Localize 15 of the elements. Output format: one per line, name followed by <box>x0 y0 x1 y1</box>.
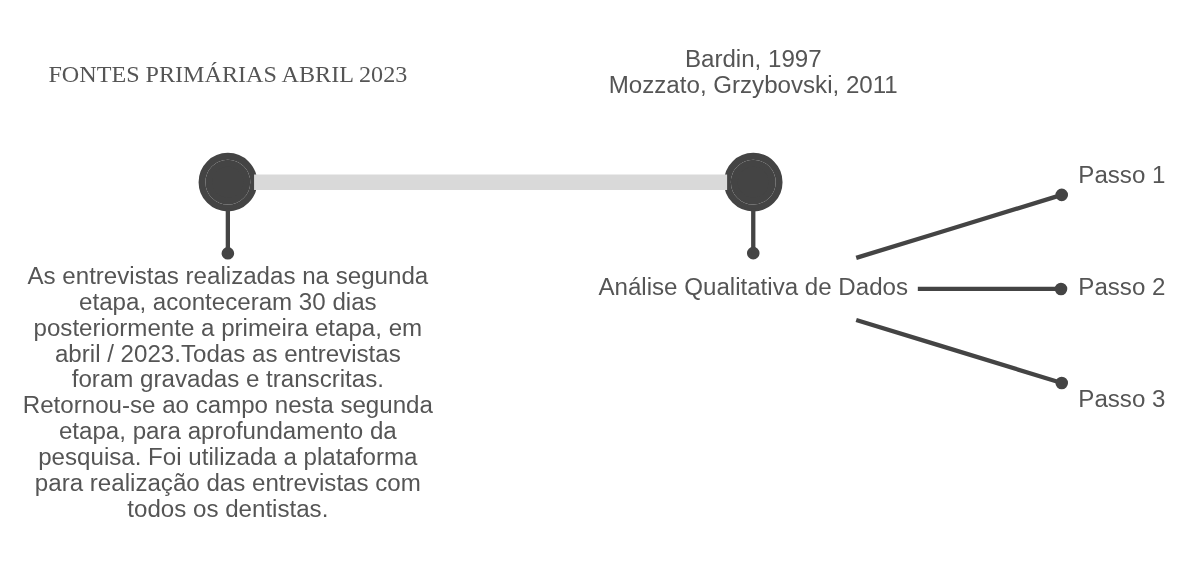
connector <box>855 317 1068 389</box>
node-text: Passo 3 <box>1078 384 1166 412</box>
node-text: Passo 2 <box>1078 272 1166 300</box>
node-text: Análise Qualitativa de Dados <box>598 272 909 300</box>
connector <box>855 188 1068 260</box>
node-label: FONTES PRIMÁRIAS ABRIL 2023 <box>48 60 408 87</box>
connector <box>746 208 760 259</box>
connector <box>917 282 1068 295</box>
node-label: Bardin, 1997 <box>684 44 822 72</box>
connector <box>254 173 728 190</box>
node-circle <box>198 152 258 211</box>
node-label: Mozzato, Grzybovski, 2011 <box>608 70 898 98</box>
node-circle <box>723 152 783 211</box>
node-text: As entrevistas realizadas na segunda etapa, aconteceram 30 dias posteriormente a primeira etapa, em abril / 2023.Todas as entrevistas foram gravadas e transcritas. Retornou-se ao campo nesta segunda etapa, para aprofundamento da pesquisa. Foi utilizada a plataforma para realização das entrevistas com todos os dentistas. <box>22 261 433 522</box>
node-text: Passo 1 <box>1078 160 1166 188</box>
